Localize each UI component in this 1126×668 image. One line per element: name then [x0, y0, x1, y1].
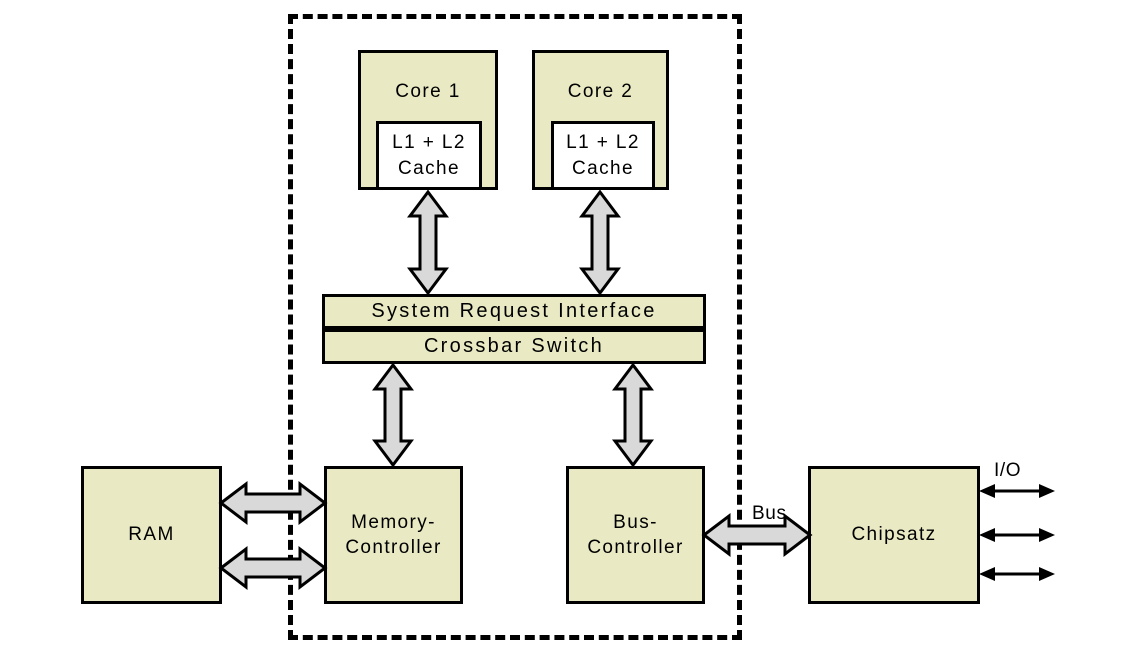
cpu-package-boundary: [288, 14, 742, 640]
arrow-ram-to-memory-controller-lower: [218, 543, 328, 593]
arrow-core1-to-sri: [407, 189, 449, 296]
arrow-crossbar-to-bus-controller: [612, 362, 654, 468]
core-1-cache-box: L1 + L2 Cache: [376, 121, 482, 190]
chipset-label: Chipsatz: [851, 524, 937, 546]
arrow-core2-to-sri: [579, 189, 621, 296]
io-arrow-1: [978, 482, 1056, 500]
bus-label: Bus: [752, 503, 787, 524]
memory-controller-box: Memory- Controller: [324, 466, 463, 604]
core-2-cache-label: L1 + L2 Cache: [566, 132, 640, 179]
bus-controller-label: Bus- Controller: [587, 511, 684, 558]
system-request-interface-bar: System Request Interface: [322, 294, 706, 329]
core-2-label: Core 2: [567, 81, 634, 102]
io-arrow-2: [978, 526, 1056, 544]
arrow-bus-controller-to-chipset: [701, 510, 813, 560]
crossbar-switch-label: Crossbar Switch: [423, 335, 605, 358]
io-arrow-3: [978, 565, 1056, 583]
core-2-cache-box: L1 + L2 Cache: [551, 121, 655, 190]
bus-controller-box: Bus- Controller: [566, 466, 705, 604]
memory-controller-label: Memory- Controller: [345, 511, 442, 558]
arrow-ram-to-memory-controller-upper: [218, 478, 328, 528]
ram-box: RAM: [81, 466, 222, 604]
system-request-interface-label: System Request Interface: [371, 300, 657, 323]
core-1-label: Core 1: [395, 81, 461, 102]
ram-label: RAM: [128, 524, 175, 546]
crossbar-switch-bar: Crossbar Switch: [322, 329, 706, 364]
arrow-crossbar-to-memory-controller: [372, 362, 414, 468]
core-1-cache-label: L1 + L2 Cache: [392, 132, 466, 179]
chipset-box: Chipsatz: [808, 466, 980, 604]
io-label: I/O: [994, 460, 1022, 481]
